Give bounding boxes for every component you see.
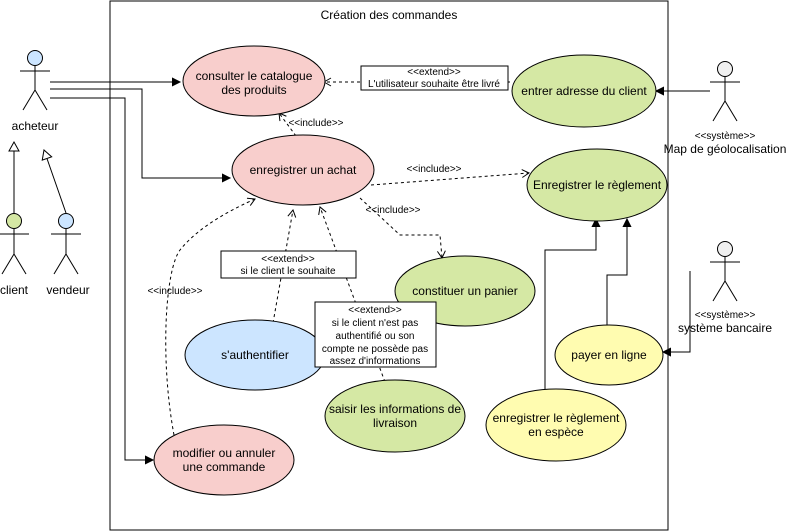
actor-head: [58, 213, 74, 229]
actor-head: [717, 61, 733, 77]
actor-acheteur[interactable]: acheteur: [12, 50, 59, 134]
svg-text:assez d'informations: assez d'informations: [330, 356, 421, 367]
usecase-espece[interactable]: enregistrer le règlement en espèce: [485, 388, 627, 462]
svg-text:<<extend>>: <<extend>>: [261, 254, 315, 265]
svg-text:en espèce: en espèce: [528, 425, 584, 439]
actor-label-client: client: [0, 283, 29, 297]
label-include-catalogue: <<include>>: [288, 118, 343, 129]
svg-text:si le client n'est pas: si le client n'est pas: [332, 318, 418, 329]
svg-text:s'authentifier: s'authentifier: [221, 348, 289, 362]
generalization-vendeur: [41, 149, 67, 214]
usecase-livraison[interactable]: saisir les informations de livraison: [324, 379, 466, 453]
usecase-enligne[interactable]: payer en ligne: [554, 324, 664, 386]
actor-head: [717, 241, 733, 257]
include-achat-reglement: [370, 169, 531, 186]
actor-vendeur[interactable]: vendeur: [46, 213, 90, 298]
usecase-modifier[interactable]: modifier ou annuler une commande: [153, 424, 295, 496]
actor-label-bank: système bancaire: [678, 321, 772, 335]
label-include-modifier: <<include>>: [147, 286, 202, 297]
label-include-reglement: <<include>>: [406, 164, 461, 175]
assoc-acheteur-achat: [50, 88, 230, 178]
note-adresse-extend: <<extend>> L'utilisateur souhaite être l…: [360, 65, 509, 91]
label-include-panier: <<include>>: [365, 205, 420, 216]
actor-label-vendeur: vendeur: [46, 283, 89, 297]
actor-systeme-bancaire[interactable]: <<système>> système bancaire: [678, 241, 772, 336]
svg-text:si le client le souhaite: si le client le souhaite: [240, 266, 335, 277]
actor-label-map: Map de géolocalisation: [664, 142, 787, 156]
include-achat-catalogue: [278, 112, 297, 137]
svg-text:Enregistrer le règlement: Enregistrer le règlement: [533, 178, 662, 192]
actor-stereotype-map: <<système>>: [695, 131, 756, 142]
usecase-adresse[interactable]: entrer adresse du client: [511, 54, 657, 128]
actor-label-acheteur: acheteur: [12, 119, 59, 133]
svg-text:constituer un panier: constituer un panier: [412, 284, 517, 298]
svg-text:authentifié ou son: authentifié ou son: [336, 331, 415, 342]
usecase-auth[interactable]: s'authentifier: [184, 319, 326, 391]
svg-text:L'utilisateur souhaite être li: L'utilisateur souhaite être livré: [368, 79, 500, 90]
assoc-bank-enligne: [663, 271, 691, 352]
svg-text:consulter le catalogue: consulter le catalogue: [196, 69, 313, 83]
assoc-acheteur-modifier: [50, 97, 153, 460]
actor-head: [6, 213, 22, 229]
system-title: Création des commandes: [321, 8, 458, 22]
svg-text:modifier ou annuler: modifier ou annuler: [173, 446, 276, 460]
svg-text:enregistrer un achat: enregistrer un achat: [250, 163, 357, 177]
note-auth-extend: <<extend>> si le client le souhaite: [220, 250, 357, 279]
svg-text:entrer adresse du client: entrer adresse du client: [521, 84, 647, 98]
svg-text:compte ne possède pas: compte ne possède pas: [322, 344, 428, 355]
svg-text:payer en ligne: payer en ligne: [571, 348, 647, 362]
usecase-catalogue[interactable]: consulter le catalogue des produits: [182, 45, 326, 117]
svg-text:livraison: livraison: [373, 416, 417, 430]
include-achat-panier: [359, 197, 446, 260]
actor-client[interactable]: client: [0, 213, 29, 298]
actor-head: [27, 50, 43, 66]
note-livraison-extend: <<extend>> si le client n'est pas authen…: [314, 301, 437, 368]
svg-text:des produits: des produits: [221, 83, 286, 97]
spec-enligne-reglement: [606, 219, 627, 325]
svg-text:<<extend>>: <<extend>>: [348, 305, 402, 316]
extend-auth-achat: [272, 209, 297, 324]
svg-text:saisir les informations de: saisir les informations de: [329, 402, 461, 416]
usecase-achat[interactable]: enregistrer un achat: [231, 134, 375, 206]
svg-text:<<extend>>: <<extend>>: [407, 67, 461, 78]
include-modifier-achat: [165, 197, 256, 436]
usecase-reglement[interactable]: Enregistrer le règlement: [526, 148, 668, 222]
svg-text:une commande: une commande: [183, 460, 266, 474]
svg-text:enregistrer le règlement: enregistrer le règlement: [493, 411, 620, 425]
actor-stereotype-bank: <<système>>: [695, 310, 756, 321]
spec-espece-reglement: [544, 219, 596, 392]
actor-map-geolocalisation[interactable]: <<système>> Map de géolocalisation: [664, 61, 787, 157]
